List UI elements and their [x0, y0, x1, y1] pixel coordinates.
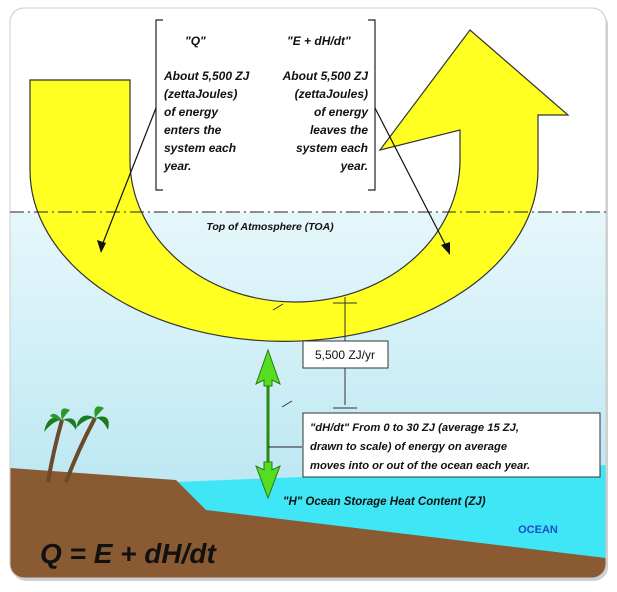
q-line-2: (zettaJoules) [164, 87, 237, 101]
q-text-block: "Q" About 5,500 ZJ (zettaJoules) of ener… [163, 34, 250, 173]
ocean-region [175, 465, 606, 560]
e-line-5: system each [296, 141, 368, 155]
frame-border [9, 7, 607, 579]
ocean-heat-label: "H" Ocean Storage Heat Content (ZJ) [283, 496, 486, 508]
e-line-3: of energy [314, 105, 369, 119]
e-bracket [368, 19, 376, 191]
dhdt-line-1: "dH/dt" From 0 to 30 ZJ (average 15 ZJ, [310, 422, 519, 434]
dhdt-green-arrow [255, 348, 281, 500]
q-line-1: About 5,500 ZJ [163, 69, 250, 83]
flux-label-box [302, 340, 389, 369]
q-line-4: enters the [164, 123, 222, 137]
ocean-label: OCEAN [518, 524, 558, 536]
q-bracket [155, 19, 163, 191]
land-region [10, 468, 606, 578]
q-pointer-arrow [97, 107, 157, 253]
energy-balance-equation: Q = E + dH/dt [40, 538, 217, 569]
q-line-5: system each [164, 141, 236, 155]
e-line-4: leaves the [310, 123, 368, 137]
q-title: "Q" [185, 34, 206, 48]
flux-label: 5,500 ZJ/yr [315, 348, 375, 362]
e-line-2: (zettaJoules) [295, 87, 368, 101]
e-text-block: "E + dH/dt" About 5,500 ZJ (zettaJoules)… [282, 34, 370, 173]
dhdt-box [302, 412, 601, 478]
q-line-6: year. [163, 159, 191, 173]
toa-label: Top of Atmosphere (TOA) [206, 221, 334, 233]
energy-flow-arrow [29, 29, 570, 342]
palm-tree-icon [44, 408, 77, 483]
e-line-1: About 5,500 ZJ [282, 69, 369, 83]
q-line-3: of energy [164, 105, 219, 119]
dhdt-line-2: drawn to scale) of energy on average [310, 441, 507, 453]
e-title: "E + dH/dt" [287, 34, 351, 48]
dhdt-line-3: moves into or out of the ocean each year… [310, 460, 530, 472]
palm-tree-icon [64, 406, 109, 483]
e-line-6: year. [340, 159, 368, 173]
e-pointer-arrow [374, 107, 450, 255]
